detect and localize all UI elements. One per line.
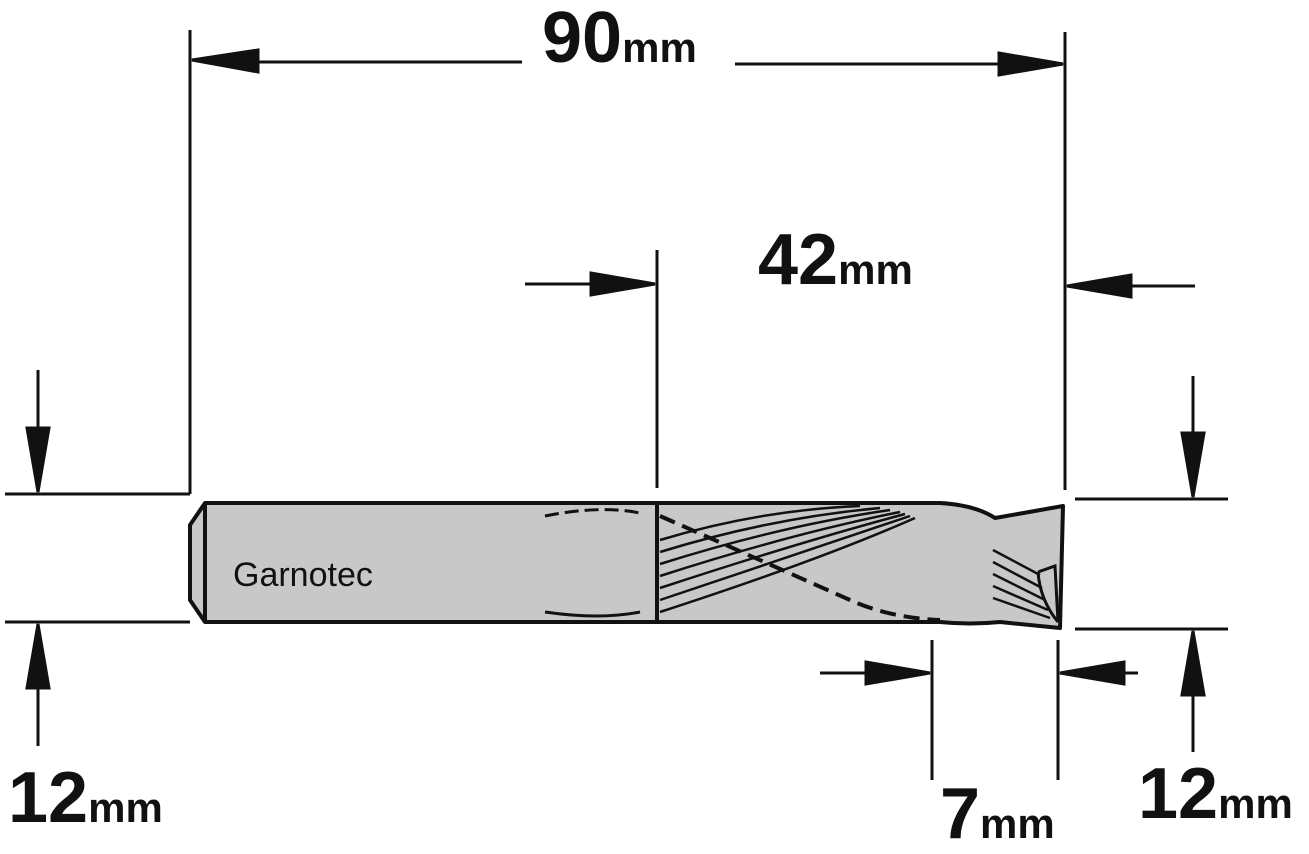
dimension-cutter-arrows [1180, 376, 1206, 752]
bit-tip-detail [992, 548, 1060, 623]
label-tip-length: 7mm [940, 778, 1055, 850]
shank-diameter-value: 12 [8, 758, 89, 838]
tip-length-unit: mm [980, 800, 1055, 847]
arrowhead-icon [589, 271, 656, 297]
arrowhead-icon [1059, 660, 1126, 686]
dimension-90mm-arrows [191, 48, 1064, 77]
label-overall-length: 90mm [542, 2, 697, 74]
arrowhead-icon [864, 660, 931, 686]
arrowhead-icon [1066, 273, 1133, 299]
dimension-7mm-arrows [820, 660, 1138, 686]
arrowhead-icon [191, 48, 260, 74]
label-cutter-diameter: 12mm [1138, 758, 1293, 830]
label-shank-diameter: 12mm [8, 762, 163, 834]
overall-length-unit: mm [622, 24, 697, 71]
brand-label: Garnotec [233, 556, 373, 594]
cutter-diameter-value: 12 [1138, 754, 1219, 834]
bit-flute-body [655, 501, 1065, 630]
dimension-42mm-arrows [525, 271, 1195, 299]
cutting-length-value: 42 [758, 220, 839, 300]
overall-length-value: 90 [542, 0, 623, 78]
tip-length-value: 7 [940, 774, 981, 854]
shank-diameter-unit: mm [88, 784, 163, 831]
arrowhead-icon [1180, 431, 1206, 498]
arrowhead-icon [25, 426, 51, 493]
arrowhead-icon [1180, 630, 1206, 697]
extension-lines [5, 30, 1228, 780]
arrowhead-icon [25, 623, 51, 690]
cutter-diameter-unit: mm [1218, 780, 1293, 827]
label-cutting-length: 42mm [758, 224, 913, 296]
router-bit [188, 501, 1065, 630]
arrowhead-icon [997, 51, 1064, 77]
flute-helix-lines [659, 504, 941, 622]
dimension-shank-arrows [25, 370, 51, 746]
cutting-length-unit: mm [838, 246, 913, 293]
